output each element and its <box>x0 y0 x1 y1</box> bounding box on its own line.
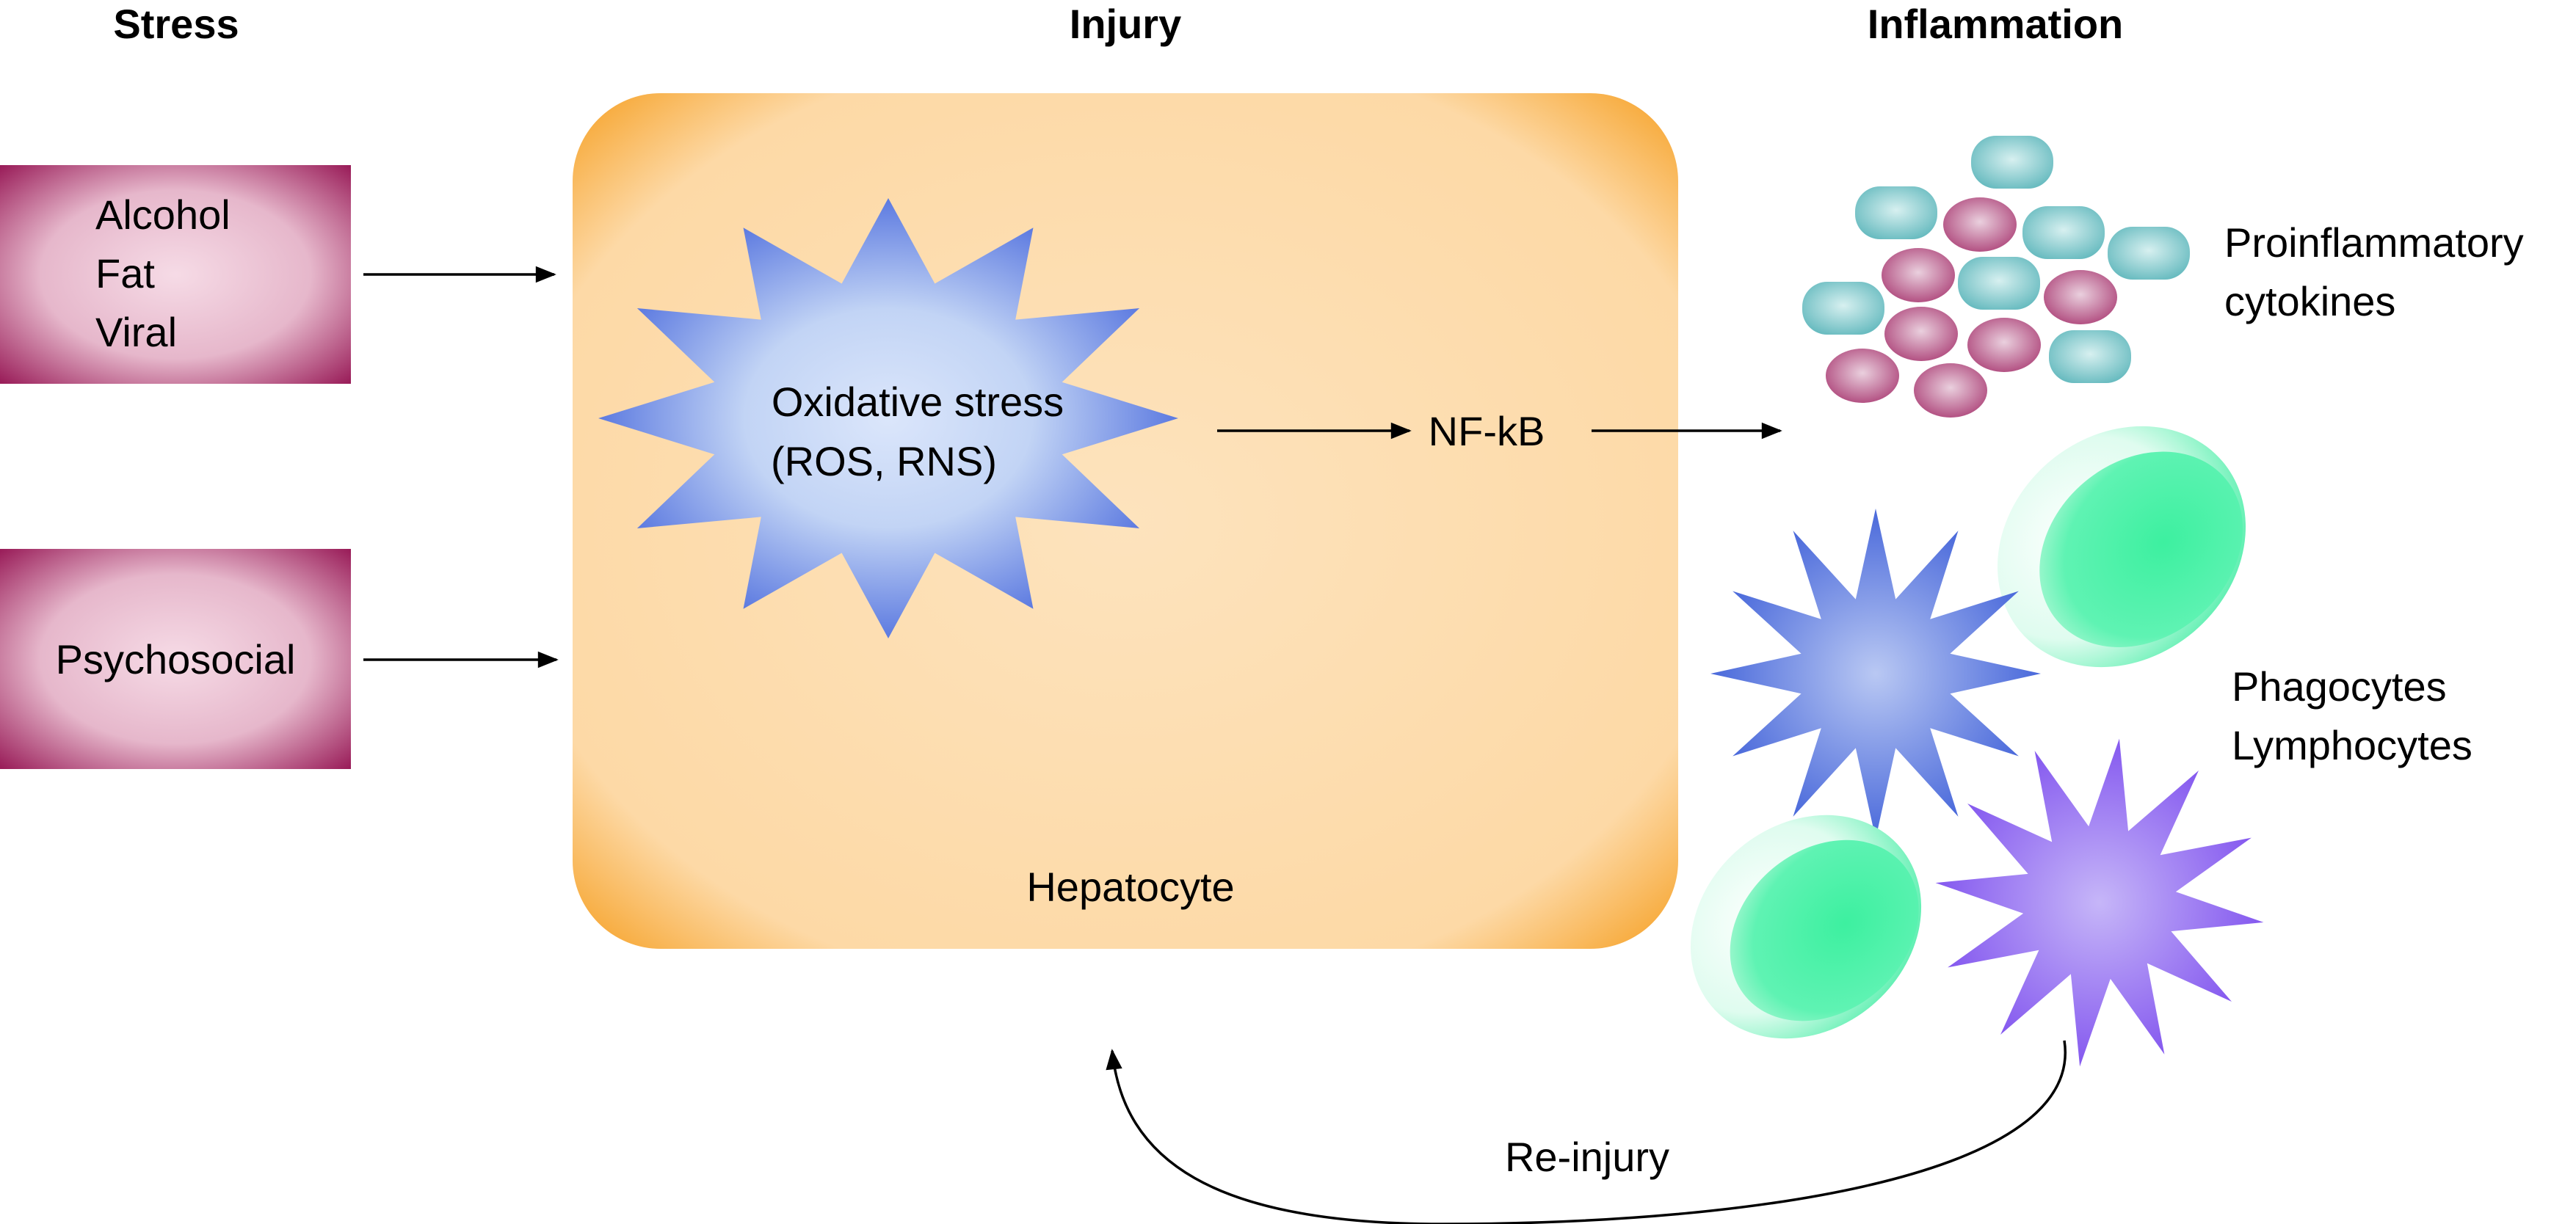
cytokine-teal <box>2022 206 2105 259</box>
lymphocyte-purple <box>1935 738 2264 1067</box>
oxidative-stress-burst <box>598 198 1178 638</box>
cytokine-teal <box>2108 227 2190 280</box>
cytokine-teal <box>1855 186 1937 239</box>
cytokine-teal <box>1971 136 2053 189</box>
stress-box-2 <box>0 549 351 769</box>
green-cell-nucleus <box>2039 451 2243 647</box>
cytokine-magenta <box>1826 349 1899 403</box>
stress-box-1 <box>0 165 351 384</box>
header-stress: Stress <box>113 1 239 47</box>
header-inflammation: Inflammation <box>1868 1 2123 47</box>
oxidative-stress-line2: (ROS, RNS) <box>771 438 997 484</box>
cytokine-magenta <box>1914 363 1987 418</box>
stress-label-alcohol: Alcohol <box>95 192 231 238</box>
nfkb-label: NF-kB <box>1429 408 1545 454</box>
cytokine-teal <box>2049 330 2131 383</box>
cytokine-magenta <box>1967 318 2041 372</box>
cytokine-teal <box>1802 282 1884 335</box>
cytokine-magenta <box>2044 270 2117 324</box>
cytokines-label-line1: Proinflammatory <box>2224 219 2524 266</box>
reinjury-label: Re-injury <box>1505 1134 1669 1180</box>
cytokine-magenta <box>1882 248 1955 302</box>
reinjury-arrow <box>1106 1040 2067 1224</box>
green-cell-top <box>1998 426 2246 668</box>
green-cell-nucleus <box>1730 839 1919 1021</box>
hepatocyte-label: Hepatocyte <box>1026 864 1234 910</box>
cells-label-line1: Phagocytes <box>2232 663 2447 710</box>
cells-label-line2: Lymphocytes <box>2232 722 2472 768</box>
phagocyte-blue <box>1710 509 2041 839</box>
stress-label-psychosocial: Psychosocial <box>56 636 296 682</box>
oxidative-stress-line1: Oxidative stress <box>772 379 1064 425</box>
cytokine-cluster <box>1802 136 2190 418</box>
header-injury: Injury <box>1070 1 1181 47</box>
green-cell-bottom <box>1690 815 1922 1039</box>
cytokines-label-line2: cytokines <box>2224 278 2395 324</box>
stress-label-fat: Fat <box>95 250 155 296</box>
cytokine-teal <box>1958 257 2040 310</box>
cytokine-magenta <box>1943 197 2017 252</box>
stress-label-viral: Viral <box>95 309 177 355</box>
cytokine-magenta <box>1884 307 1958 361</box>
